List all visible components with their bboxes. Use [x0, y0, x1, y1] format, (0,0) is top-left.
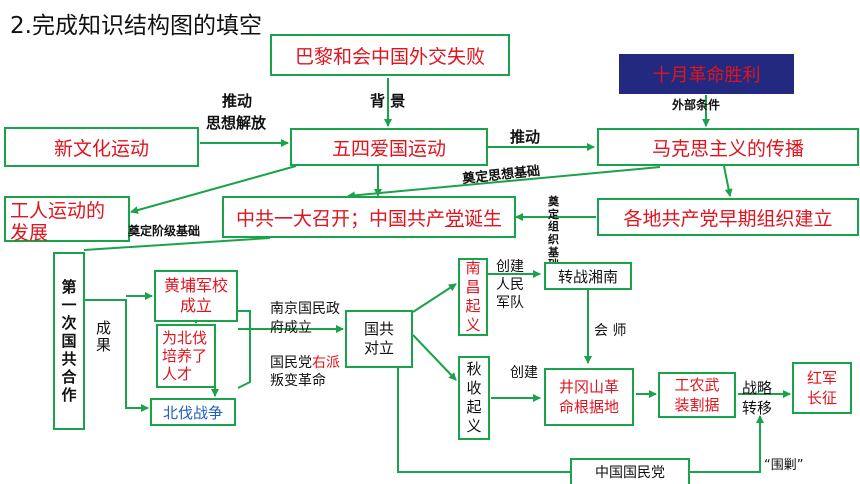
label-achievement: 成果 [96, 319, 112, 355]
node-talent-for-northern-expedition: 为北伐培养了人才 [156, 324, 216, 388]
label-class-base: 奠定阶级基础 [128, 224, 201, 238]
label-create-peoples-army: 创建人民军队 [496, 259, 524, 311]
node-may-fourth-movement: 五四爱国运动 [290, 128, 488, 166]
node-cpc-first-congress: 中共一大召开；中国共产党诞生 [222, 196, 516, 238]
node-label: 工农武装割据 [674, 376, 720, 414]
label-external-conditions: 外部条件 [672, 98, 721, 112]
node-new-culture-movement: 新文化运动 [4, 127, 199, 167]
node-northern-expedition: 北伐战争 [150, 398, 236, 426]
node-label-part3: 诞生 [464, 207, 503, 230]
node-label-part1: 中共一大召开；中国共产 [235, 207, 445, 230]
label-promote: 推动 [510, 128, 541, 146]
node-kuomintang: 中国国民党 [570, 458, 690, 484]
node-label: 转战湘南 [557, 267, 618, 286]
node-label: 新文化运动 [53, 137, 149, 160]
node-label: 北伐战争 [162, 403, 223, 422]
node-label: 工人运动的发展 [10, 200, 106, 244]
node-label: 黄埔军校成立 [163, 276, 228, 315]
node-label: 秋收起义 [466, 360, 482, 435]
node-local-party-groups: 各地共产党早期组织建立 [597, 198, 859, 236]
node-label: 南昌起义 [465, 259, 481, 334]
node-paris-peace-conference: 巴黎和会中国外交失败 [270, 34, 510, 76]
page-title: 2.完成知识结构图的填空 [10, 13, 262, 39]
node-label: 中国国民党 [595, 465, 665, 481]
label-org-base: 奠定组织基础 [548, 195, 559, 271]
node-kmt-cpc-split: 国共对立 [345, 310, 413, 368]
label-right-wing-text: 右派 [312, 355, 340, 371]
label-betray-text: 叛变革命 [270, 373, 326, 389]
node-armed-independent-regime: 工农武装割据 [658, 372, 736, 418]
node-long-march: 红军长征 [792, 362, 852, 414]
node-marxism-spread: 马克思主义的传播 [597, 128, 859, 166]
node-label: 第一次国共合作 [61, 278, 77, 404]
node-label: 各地共产党早期组织建立 [623, 207, 833, 230]
label-strategic-transfer: 战略转移 [742, 379, 773, 417]
label-kmt-right-wing: 国民党右派叛变革命 [270, 354, 342, 390]
label-join-forces: 会 师 [594, 323, 627, 339]
node-autumn-harvest-uprising: 秋收起义 [458, 356, 490, 440]
label-promote-a: 推动 [222, 92, 253, 110]
node-first-kmt-cpc-cooperation: 第一次国共合作 [53, 252, 85, 430]
node-whampoa-academy: 黄埔军校成立 [154, 270, 238, 322]
node-label: 井冈山革命根据地 [558, 378, 619, 416]
node-nanchang-uprising: 南昌起义 [458, 258, 488, 336]
node-october-revolution: 十月革命胜利 [619, 54, 794, 94]
node-label: 国共对立 [363, 320, 394, 357]
label-background: 背 景 [370, 92, 406, 110]
node-label: 五四爱国运动 [331, 137, 446, 160]
node-label: 为北伐培养了人才 [162, 329, 208, 383]
node-label: 红军长征 [806, 369, 837, 407]
label-promote-b: 思想解放 [206, 114, 267, 132]
label-create: 创建 [510, 365, 538, 381]
node-xiangnan-campaign: 转战湘南 [544, 262, 632, 290]
node-label: 巴黎和会中国外交失败 [294, 45, 485, 68]
node-label: 十月革命胜利 [652, 65, 761, 86]
label-nanjing-government: 南京国民政府成立 [270, 301, 340, 336]
node-jinggangshan-base: 井冈山革命根据地 [544, 368, 634, 426]
label-encirclement: “围剿” [764, 458, 804, 473]
label-kmt-text: 国民党 [270, 355, 312, 371]
node-labor-movement: 工人运动的发展 [4, 196, 130, 244]
node-label-part2: 党 [444, 207, 464, 230]
node-label: 马克思主义的传播 [651, 137, 804, 160]
